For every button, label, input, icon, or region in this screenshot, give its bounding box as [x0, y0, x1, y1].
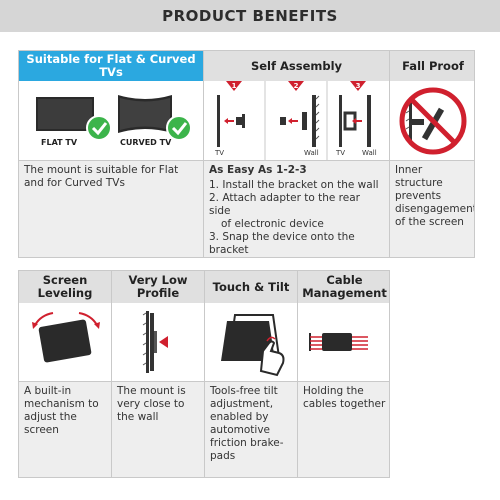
assembly-steps: 1. Install the bracket on the wall 2. At…	[209, 179, 384, 257]
rotate-arrow-icon	[78, 312, 100, 329]
wall-icon	[312, 95, 320, 147]
cable-text: Holding the cables together	[298, 382, 389, 477]
flat-curved-title: Suitable for Flat & Curved TVs	[19, 51, 203, 81]
low-profile-illustration	[112, 303, 204, 381]
step-badge	[226, 81, 242, 91]
cable-illustration	[298, 303, 389, 381]
touch-tilt-title: Touch & Tilt	[205, 271, 297, 303]
fall-proof-title: Fall Proof	[390, 51, 474, 81]
cable-title: Cable Management	[298, 271, 389, 303]
touch-tilt-svg	[221, 314, 285, 377]
fall-proof-svg	[399, 87, 467, 155]
arrow-left-icon	[288, 118, 298, 124]
low-profile-text: The mount is very close to the wall	[112, 382, 204, 477]
check-icon	[86, 115, 112, 141]
assembly-step: 1. Install the bracket on the wall	[209, 179, 379, 191]
leveling-svg	[32, 312, 100, 363]
prohibition-icon	[399, 87, 467, 155]
arrow-left-icon	[224, 118, 234, 124]
svg-text:TV: TV	[214, 149, 224, 157]
touch-tilt-text: Tools-free tilt adjustment, enabled by a…	[205, 382, 297, 477]
flat-curved-text: The mount is suitable for Flat and for C…	[19, 161, 203, 257]
column-divider	[204, 271, 205, 477]
fall-proof-illustration	[390, 81, 474, 160]
column-divider	[111, 271, 112, 477]
column-divider	[297, 271, 298, 477]
self-assembly-title: Self Assembly	[204, 51, 389, 81]
low-profile-title: Very Low Profile	[112, 271, 204, 303]
flat-tv-label: FLAT TV	[41, 138, 78, 147]
check-icon	[166, 115, 192, 141]
wall-icon	[142, 311, 149, 373]
svg-text:TV: TV	[335, 149, 345, 157]
svg-text:Wall: Wall	[304, 149, 319, 157]
step-badge	[350, 81, 366, 91]
leveling-illustration	[19, 303, 111, 381]
assembly-step: 3. Snap the device onto the bracket	[209, 231, 355, 256]
fall-proof-text: Inner structure prevents disengagement o…	[390, 161, 474, 257]
svg-text:2: 2	[294, 82, 299, 90]
hand-pointer-icon	[259, 336, 285, 377]
assembly-illustration: 1 TV 2	[204, 81, 389, 160]
flat-curved-illustration: FLAT TV CURVED TV	[19, 81, 203, 160]
svg-text:1: 1	[232, 82, 237, 90]
wall-bracket-icon	[236, 114, 245, 128]
bottom-benefits-panel: Screen Leveling A built-in mechanism to …	[18, 270, 390, 478]
curved-tv-icon	[118, 95, 172, 133]
curved-tv-label: CURVED TV	[120, 138, 172, 147]
leveling-text: A built-in mechanism to adjust the scree…	[19, 382, 111, 477]
column-divider	[203, 51, 204, 257]
column-divider	[389, 51, 390, 257]
low-profile-svg	[142, 311, 168, 373]
touch-tilt-illustration	[205, 303, 297, 381]
page-title: PRODUCT BENEFITS	[162, 7, 338, 25]
row-divider	[19, 160, 474, 161]
assembly-headline: As Easy As 1-2-3	[209, 164, 307, 176]
cable-clip-icon	[309, 333, 368, 351]
arrow-left-icon	[159, 336, 168, 348]
rotate-arrow-icon	[32, 312, 54, 329]
leveling-title: Screen Leveling	[19, 271, 111, 303]
header-bar: PRODUCT BENEFITS	[0, 0, 500, 32]
row-divider	[19, 381, 389, 382]
cable-svg	[309, 333, 368, 351]
assembly-svg: 1 TV 2	[214, 81, 377, 160]
top-benefits-panel: Suitable for Flat & Curved TVs FLAT TV C…	[18, 50, 475, 258]
assembly-text: As Easy As 1-2-3 1. Install the bracket …	[204, 161, 389, 257]
assembly-step: of electronic device	[221, 218, 324, 230]
svg-text:3: 3	[356, 82, 361, 90]
assembly-step: 2. Attach adapter to the rear side	[209, 192, 360, 217]
svg-text:Wall: Wall	[362, 149, 377, 157]
tv-icon	[36, 97, 94, 131]
arrow-left-icon	[352, 118, 362, 124]
flat-curved-svg: FLAT TV CURVED TV	[36, 95, 192, 147]
step-badge	[288, 81, 304, 91]
